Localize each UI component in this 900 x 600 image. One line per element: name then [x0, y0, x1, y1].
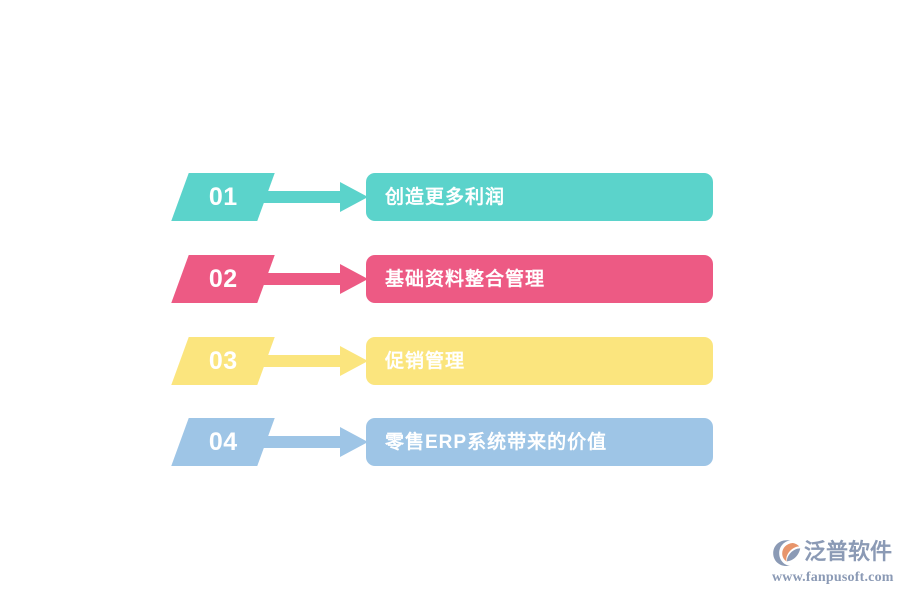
step-number-label: 04	[208, 427, 238, 456]
step-row: 03 促销管理	[0, 337, 900, 393]
step-row: 01 创造更多利润	[0, 173, 900, 229]
logo-url: www.fanpusoft.com	[772, 570, 894, 585]
step-number-label: 01	[208, 182, 238, 211]
step-row: 04 零售ERP系统带来的价值	[0, 418, 900, 474]
step-number-label: 02	[208, 264, 238, 293]
step-bar-label: 零售ERP系统带来的价值	[385, 431, 608, 453]
step-number-badge[interactable]: 03	[171, 337, 275, 385]
step-bar-label: 基础资料整合管理	[385, 268, 546, 290]
step-bar-label: 促销管理	[385, 350, 466, 372]
step-number-badge[interactable]: 01	[171, 173, 275, 221]
step-bar[interactable]: 促销管理	[366, 337, 713, 385]
step-bar[interactable]: 创造更多利润	[366, 173, 713, 221]
arrow-right-icon	[262, 346, 368, 376]
step-bar-label: 创造更多利润	[385, 186, 506, 208]
step-number-badge[interactable]: 04	[171, 418, 275, 466]
step-bar[interactable]: 基础资料整合管理	[366, 255, 713, 303]
arrow-right-icon	[262, 182, 368, 212]
arrow-right-icon	[262, 427, 368, 457]
fanpu-logo-icon	[772, 539, 802, 567]
step-row: 02 基础资料整合管理	[0, 255, 900, 311]
logo-wordmark: 泛普软件	[804, 540, 893, 565]
step-number-badge[interactable]: 02	[171, 255, 275, 303]
arrow-right-icon	[262, 264, 368, 294]
step-number-label: 03	[208, 346, 238, 375]
step-bar[interactable]: 零售ERP系统带来的价值	[366, 418, 713, 466]
brand-logo: 泛普软件 www.fanpusoft.com	[772, 538, 894, 585]
logo-row: 泛普软件	[772, 538, 894, 568]
